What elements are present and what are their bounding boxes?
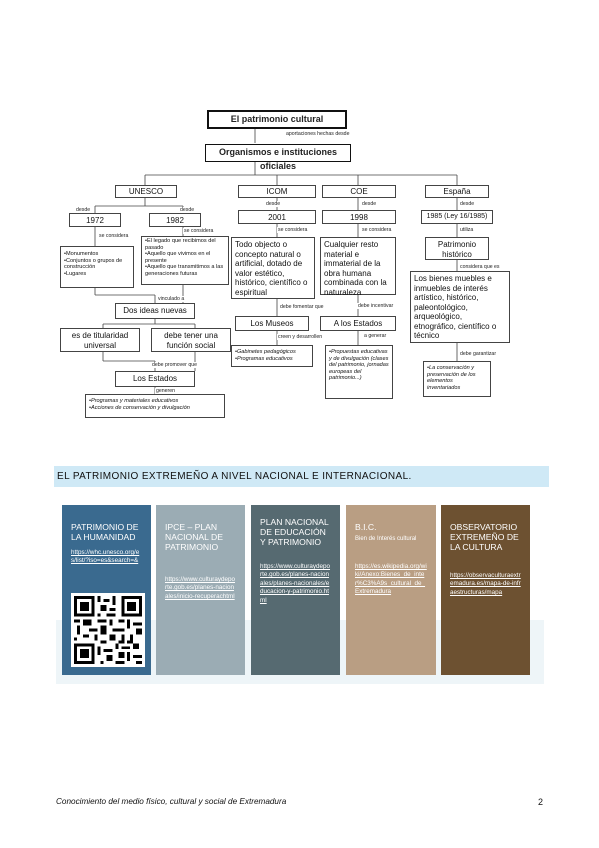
card-title: PATRIMONIO DE LA HUMANIDAD	[71, 522, 139, 542]
list-item: •Monumentos	[64, 251, 99, 257]
card-link[interactable]: https://www.culturaydeporte.gob.es/plane…	[260, 563, 331, 604]
connector-considera-que-es: considera que es	[459, 264, 501, 270]
qr-code-icon	[71, 593, 145, 667]
a-los-estados-box: A los Estados	[320, 316, 396, 331]
connector-debe-promover: debe promover que	[151, 362, 198, 368]
list-item: •Lugares	[64, 270, 87, 277]
idea-funcion-social-box: debe tener una función social	[151, 328, 231, 352]
card-title: IPCE – PLAN NACIONAL DE PATRIMONIO	[165, 522, 223, 552]
card-plan-educacion-patrimonio: PLAN NACIONAL DE EDUCACIÓN Y PATRIMONIO …	[251, 505, 340, 675]
list-item: •Conjuntos o grupos de construcción	[64, 257, 123, 271]
idea-titularidad-box: es de titularidad universal	[60, 328, 140, 352]
page-number: 2	[538, 797, 544, 807]
card-title: B.I.C.	[355, 522, 377, 532]
card-ipce: IPCE – PLAN NACIONAL DE PATRIMONIO https…	[156, 505, 245, 675]
connector-creen: creen y desarrollen	[277, 334, 324, 340]
unesco-box: UNESCO	[115, 185, 177, 198]
coe-box: COE	[322, 185, 396, 198]
unesco-1972-list: •Monumentos •Conjuntos o grupos de const…	[60, 246, 134, 288]
unesco-acciones-list: •Programas y materiales educativos •Acci…	[85, 394, 225, 418]
list-item: •Programas y materiales educativos	[89, 398, 179, 404]
icom-list: •Gabinetes pedagógicos •Programas educat…	[231, 345, 313, 367]
connector-coe-desde: desde	[361, 201, 378, 207]
year-1998-box: 1998	[322, 210, 396, 224]
footer-text: Conocimiento del medio físico, cultural …	[56, 797, 287, 806]
card-link[interactable]: https://whc.unesco.org/es/list/?iso=es&s…	[71, 549, 140, 565]
card-observatorio: OBSERVATORIO EXTREMEÑO DE LA CULTURA htt…	[441, 505, 530, 675]
coe-definition-box: Cualquier resto material e immaterial de…	[320, 237, 396, 297]
connector-se-considera-1982: se considera	[183, 228, 215, 234]
connector-desde-1982: desde	[179, 207, 196, 213]
patrimonio-historico-box: Patrimonio histórico	[425, 237, 489, 260]
patrimonio-concept-map: El patrimonio cultural aportaciones hech…	[55, 103, 540, 423]
unesco-1982-list: •El legado que recibimos del pasado •Aqu…	[141, 236, 229, 285]
card-subtitle: Bien de Interés cultural	[355, 536, 417, 542]
list-item: •Programas educativos	[235, 355, 293, 362]
connector-fomentar: debe fomentar que	[279, 304, 325, 310]
icom-box: ICOM	[238, 185, 316, 198]
los-museos-box: Los Museos	[235, 316, 309, 331]
connector-garantizar: debe garantizar	[459, 351, 498, 357]
connector-vinculado: vinculado a	[157, 296, 186, 302]
list-item: •Acciones de conservación y divulgación	[89, 404, 190, 411]
espana-definition-box: Los bienes muebles e inmuebles de interé…	[410, 271, 510, 343]
card-title: OBSERVATORIO EXTREMEÑO DE LA CULTURA	[450, 522, 519, 552]
connector-generar: a generar	[363, 333, 388, 339]
list-item: •Aquello que vivimos en el presente	[145, 251, 211, 264]
coe-list: •Propuestas educativas y de divulgación …	[325, 345, 393, 399]
year-1985-box: 1985 (Ley 16/1985)	[421, 210, 493, 224]
year-1972-box: 1972	[69, 213, 121, 227]
connector-generen: generen	[155, 388, 177, 394]
connector-icom-desde: desde	[265, 201, 282, 207]
connector-desde-1972: desde	[75, 207, 92, 213]
list-item: •El legado que recibimos del pasado	[145, 238, 216, 251]
connector-utiliza: utiliza	[459, 227, 475, 233]
card-bic: B.I.C. Bien de Interés cultural https://…	[346, 505, 436, 675]
connector-incentivar: debe incentivar	[357, 303, 395, 309]
card-title: PLAN NACIONAL DE EDUCACIÓN Y PATRIMONIO	[260, 517, 329, 547]
year-1982-box: 1982	[149, 213, 201, 227]
organismos-box: Organismos e instituciones oficiales	[205, 144, 351, 171]
connector-se-considera-1972: se considera	[98, 233, 130, 239]
card-link[interactable]: https://www.culturaydeporte.gob.es/plane…	[165, 576, 236, 600]
dos-ideas-box: Dos ideas nuevas	[115, 303, 195, 319]
card-link[interactable]: https://es.wikipedia.org/wiki/Anexo:Bien…	[355, 563, 427, 596]
icom-definition-box: Todo objecto o concepto natural o artifi…	[231, 237, 315, 299]
card-link[interactable]: https://observaculturaextremadura.es/map…	[450, 572, 521, 596]
connector-aportaciones: aportaciones hechas desde	[285, 131, 351, 137]
list-item: •Gabinetes pedagógicos	[235, 349, 296, 355]
espana-box: España	[425, 185, 489, 198]
list-item: •Aquello que transmitimos a las generaci…	[145, 264, 224, 277]
section-title: EL PATRIMONIO EXTREMEÑO A NIVEL NACIONAL…	[54, 466, 549, 487]
diagram-title: El patrimonio cultural	[207, 110, 347, 129]
espana-list: •La conservación y preservación de los e…	[423, 361, 491, 397]
year-2001-box: 2001	[238, 210, 316, 224]
connector-coe-se-considera: se considera	[361, 227, 393, 233]
los-estados-box: Los Estados	[115, 371, 195, 387]
connector-icom-se-considera: se considera	[277, 227, 309, 233]
connector-espana-desde: desde	[459, 201, 476, 207]
